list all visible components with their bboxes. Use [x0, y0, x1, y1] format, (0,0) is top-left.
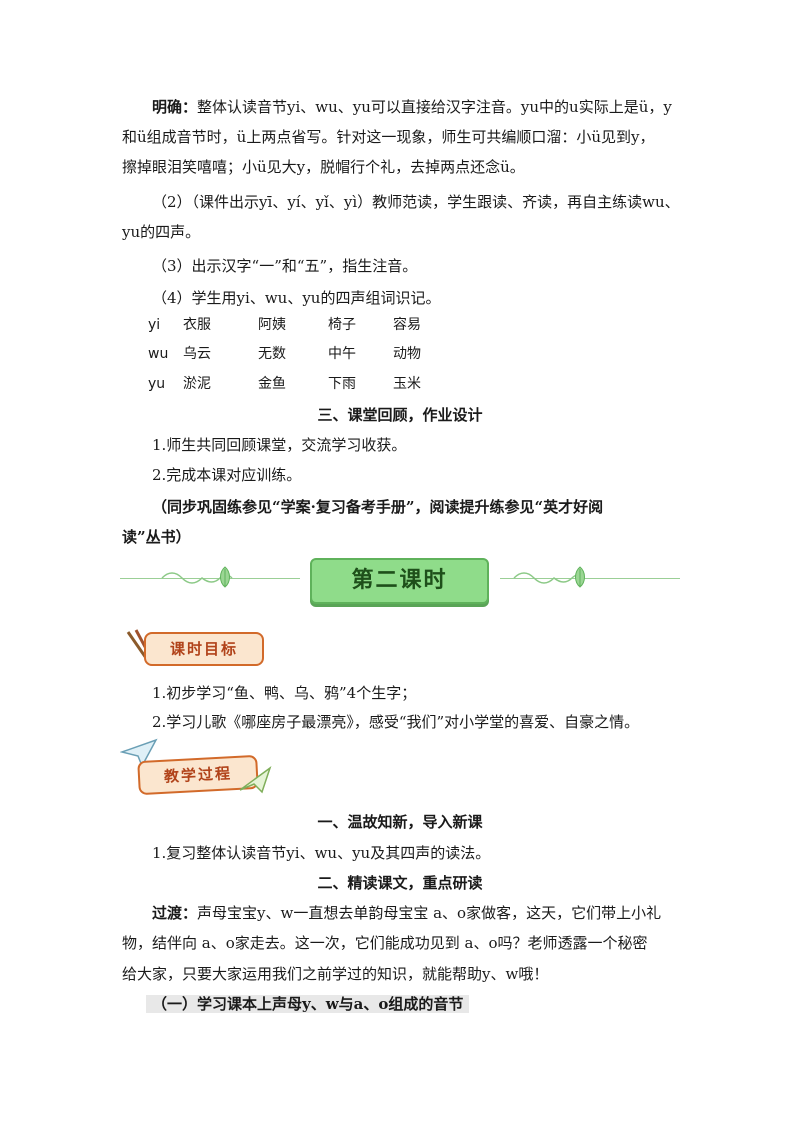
objective-item-2: 2.学习儿歌《哪座房子最漂亮》，感受“我们”对小学堂的喜爱、自豪之情。 [152, 713, 640, 731]
vocab-word: 椅子 [328, 317, 356, 333]
vocab-word: 容易 [393, 317, 421, 333]
section-3-item-2: 2.完成本课对应训练。 [152, 466, 302, 484]
transition-label: 过渡： [152, 904, 198, 922]
explanation-line-2: 和ü组成音节时，ü上两点省写。针对这一现象，师生可共编顺口溜：小ü见到y， [122, 128, 655, 146]
process-item-1: 1.复习整体认读音节yi、wu、yu及其四声的读法。 [152, 844, 491, 862]
leaf-icon [575, 566, 585, 588]
vocab-word: 金鱼 [258, 376, 286, 392]
vocab-word: 阿姨 [258, 317, 286, 333]
leaf-icon [220, 566, 230, 588]
section-3-item-1: 1.师生共同回顾课堂，交流学习收获。 [152, 436, 407, 454]
step-4: （4）学生用yi、wu、yu的四声组词识记。 [152, 289, 441, 307]
resource-note-line-2: 读”丛书） [122, 528, 191, 546]
objectives-tag-label: 课时目标 [144, 632, 264, 666]
vocab-word: 中午 [328, 346, 356, 362]
transition-text-1: 声母宝宝y、w一直想去单韵母宝宝 a、o家做客，这天，它们带上小礼 [197, 904, 662, 922]
vocab-word: 衣服 [183, 317, 211, 333]
vocab-word: 动物 [393, 346, 421, 362]
explanation-line-3: 擦掉眼泪笑嘻嘻；小ü见大y，脱帽行个礼，去掉两点还念ü。 [122, 158, 525, 176]
resource-note-line-1: （同步巩固练参见“学案·复习备考手册”，阅读提升练参见“英才好阅 [152, 498, 604, 516]
vocab-word: 淤泥 [183, 376, 211, 392]
step-2-line-2: yu的四声。 [122, 223, 201, 241]
banner-ribbon [310, 558, 489, 604]
banner-rule-left [120, 578, 300, 579]
step-3: （3）出示汉字“一”和“五”，指生注音。 [152, 257, 418, 275]
vocab-label: yi [148, 317, 161, 333]
explanation-label: 明确： [152, 98, 198, 116]
step-2-line-1: （2）（课件出示yī、yí、yǐ、yì）教师范读，学生跟读、齐读，再自主练读wu… [152, 193, 680, 211]
vocab-label: wu [148, 346, 169, 362]
process-heading-2: 二、精读课文，重点研读 [317, 874, 483, 892]
lesson-banner: 第二课时 [120, 556, 680, 604]
vocab-word: 下雨 [328, 376, 356, 392]
banner-rule-right [500, 578, 680, 579]
transition-line-1: 过渡：声母宝宝y、w一直想去单韵母宝宝 a、o家做客，这天，它们带上小礼 [152, 903, 661, 923]
explanation-line-1: 明确：整体认读音节yi、wu、yu可以直接给汉字注音。yu中的u实际上是ü，y [152, 97, 672, 117]
transition-line-3: 给大家，只要大家运用我们之前学过的知识，就能帮助y、w哦！ [122, 965, 549, 983]
paper-plane-icon [239, 766, 272, 794]
subsection-1-text: （一）学习课本上声母y、w与a、o组成的音节 [146, 995, 470, 1013]
section-3-title: 三、课堂回顾，作业设计 [317, 406, 483, 424]
vocab-label: yu [148, 376, 166, 392]
vocab-word: 玉米 [393, 376, 421, 392]
subsection-1: （一）学习课本上声母y、w与a、o组成的音节 [146, 994, 470, 1014]
swirl-ornament-icon [161, 572, 233, 584]
transition-line-2: 物，结伴向 a、o家走去。这一次，它们能成功见到 a、o吗？老师透露一个秘密 [122, 934, 648, 952]
vocab-word: 无数 [258, 346, 286, 362]
vocab-word: 乌云 [183, 346, 211, 362]
process-heading-1: 一、温故知新，导入新课 [317, 813, 483, 831]
banner-title: 第二课时 [351, 567, 448, 593]
process-tag: 教学过程 [120, 738, 280, 798]
explanation-text-1: 整体认读音节yi、wu、yu可以直接给汉字注音。yu中的u实际上是ü，y [197, 98, 672, 116]
objectives-tag: 课时目标 [122, 628, 264, 668]
objective-item-1: 1.初步学习“鱼、鸭、乌、鸦”4个生字； [152, 684, 417, 702]
